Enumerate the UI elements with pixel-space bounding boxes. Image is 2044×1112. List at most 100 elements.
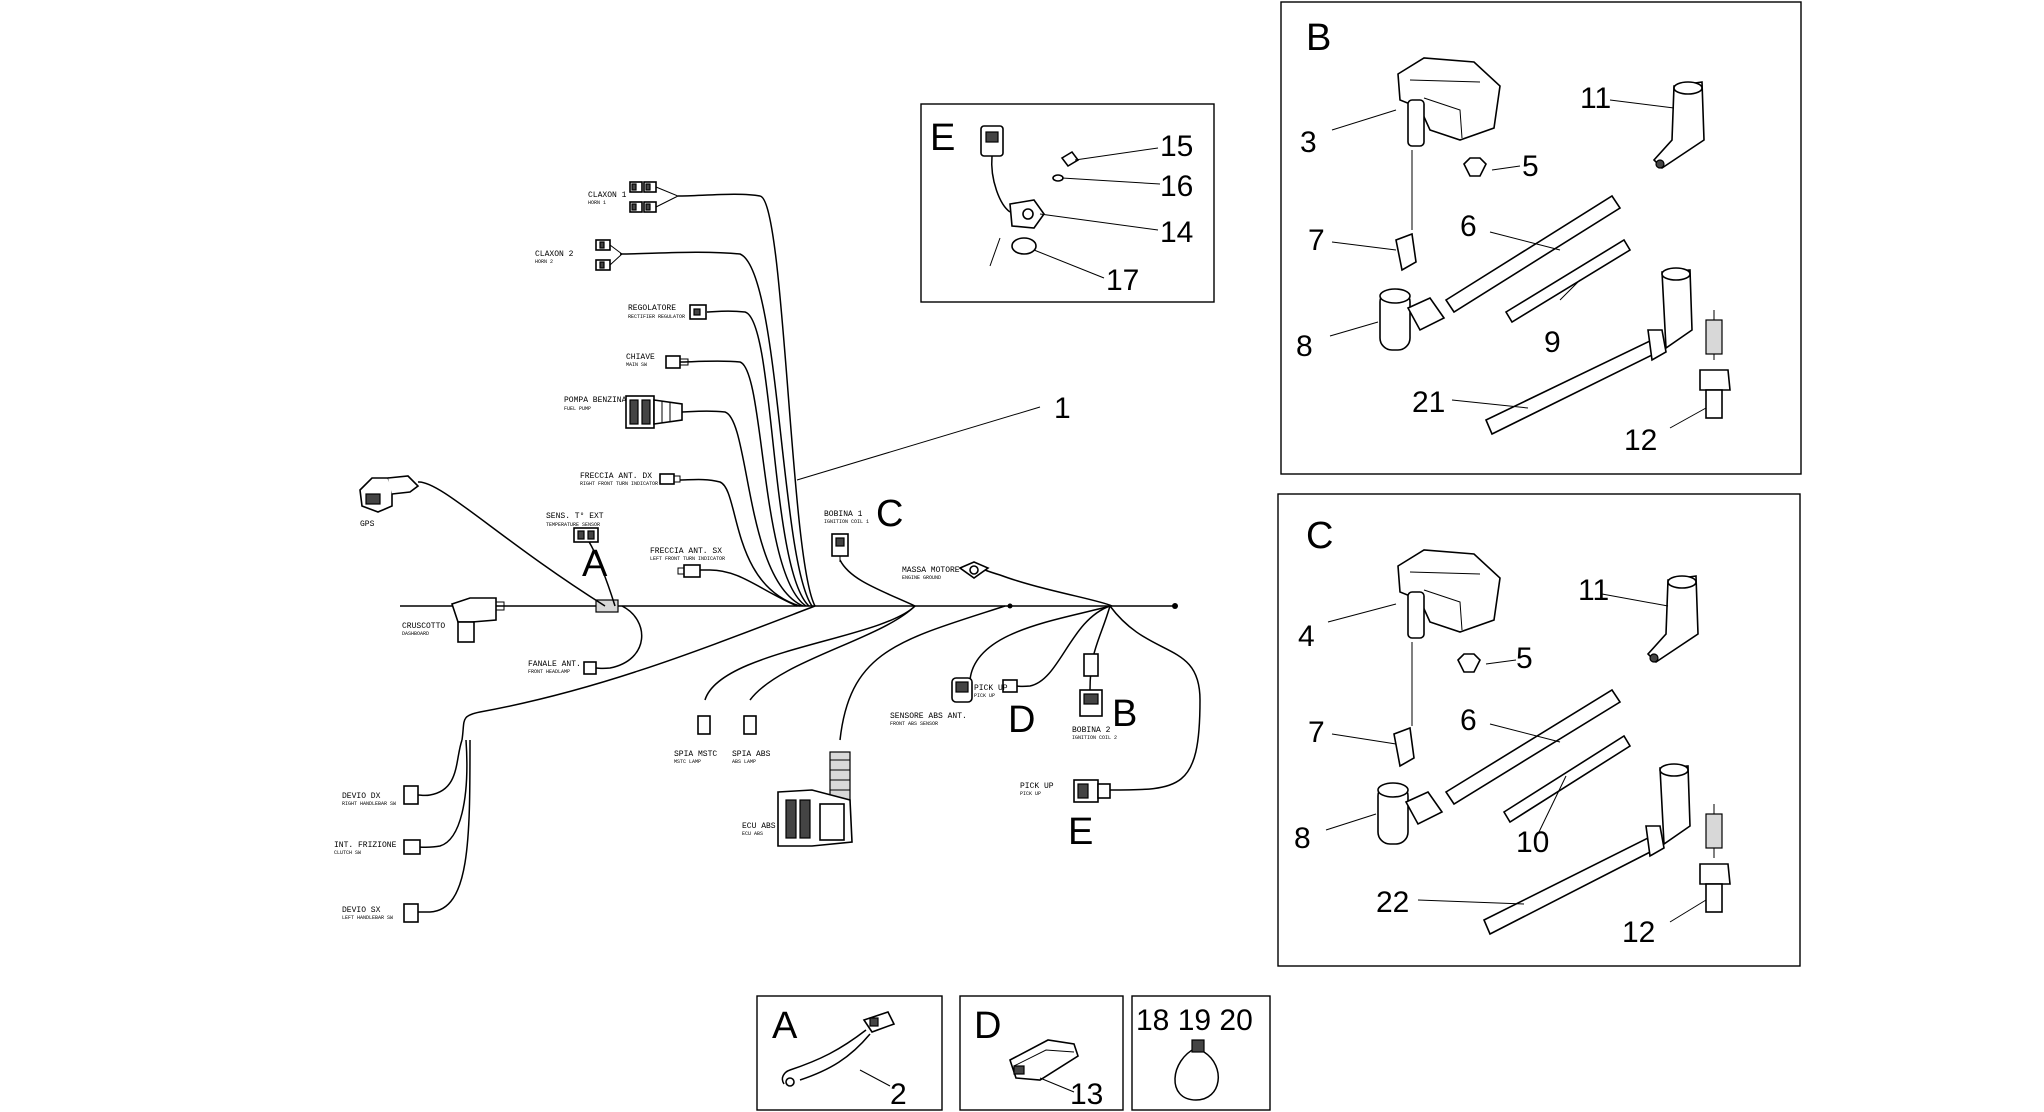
callout-5b: 5 — [1516, 642, 1533, 675]
callout-4: 4 — [1298, 620, 1315, 653]
label-claxon1: CLAXON 1 — [588, 191, 627, 200]
label-spia-mstc-sub: MSTC LAMP — [674, 759, 701, 765]
wire-pompa — [681, 410, 804, 607]
inset-a: A 2 — [756, 995, 943, 1111]
wire-devio-dx — [417, 739, 463, 797]
connector-spia-mstc — [697, 715, 711, 735]
label-bobina2: BOBINA 2 — [1072, 726, 1111, 735]
inset-c-letter: C — [1306, 515, 1333, 557]
label-freccia-sx: FRECCIA ANT. SX — [650, 547, 722, 556]
spark-plug-c — [1699, 804, 1731, 913]
connector-cruscotto — [450, 597, 505, 643]
label-devio-sx: DEVIO SX — [342, 906, 381, 915]
callout-7: 7 — [1308, 224, 1325, 257]
callout-2: 2 — [890, 1078, 907, 1111]
inset-b-frame — [1280, 1, 1802, 475]
plug-cap-c-8 — [1377, 782, 1444, 845]
harness-letter-e: E — [1068, 811, 1093, 853]
connector-sensore-abs — [951, 677, 973, 703]
inset-a-letter: A — [772, 1005, 798, 1047]
connector-pickup2 — [1073, 779, 1111, 803]
inset-b: B — [1280, 1, 1802, 475]
wire-ecu — [839, 605, 1006, 741]
callout-18-19-20: 18 19 20 — [1136, 1004, 1253, 1037]
callout-10: 10 — [1516, 826, 1549, 859]
connector-freccia-sx — [683, 564, 701, 578]
wire-freccia-sx — [700, 569, 798, 607]
label-frizione: INT. FRIZIONE — [334, 841, 397, 850]
sensor-cable-a — [781, 1029, 867, 1085]
o-ring — [1011, 237, 1037, 255]
label-devio-sx-sub: LEFT HANDLEBAR SW — [342, 915, 393, 921]
wire-sensore-abs — [969, 605, 1111, 681]
label-frizione-sub: CLUTCH SW — [334, 850, 361, 856]
sensor-cable-a2 — [799, 1033, 871, 1081]
plug-cap-b-8 — [1379, 288, 1446, 351]
inset-c-frame — [1277, 493, 1801, 967]
boot-22-c — [1659, 765, 1691, 846]
label-pickup1-sub: PICK UP — [974, 693, 995, 699]
tube-6-b — [1444, 194, 1622, 314]
callout-21: 21 — [1412, 386, 1445, 419]
connector-spia-abs — [743, 715, 757, 735]
tube-9-b — [1504, 238, 1632, 324]
boot-21-b — [1661, 269, 1693, 350]
main-harness: 1 — [400, 193, 1201, 913]
callout-13: 13 — [1070, 1078, 1103, 1111]
label-devio-dx-sub: RIGHT HANDLEBAR SW — [342, 801, 396, 807]
connector-bobina2 — [1079, 653, 1103, 717]
connector-claxon2 — [595, 239, 623, 271]
cable-tie-head — [1191, 1039, 1205, 1053]
connector-devio-sx — [403, 903, 419, 923]
sensor-connector-a — [862, 1011, 896, 1033]
inset-e-frame — [920, 103, 1215, 303]
cable-tie — [1174, 1047, 1219, 1101]
inset-a-frame — [756, 995, 943, 1111]
callout-12b: 12 — [1622, 916, 1655, 949]
inset-ties-frame — [1131, 995, 1271, 1111]
wire-chiave — [679, 360, 807, 607]
label-massa: MASSA MOTORE — [902, 566, 960, 575]
connectors: CLAXON 1 HORN 1 CLAXON 2 HORN 2 REGOLATO… — [334, 181, 1137, 923]
label-claxon1-sub: HORN 1 — [588, 200, 606, 206]
connector-fanale — [583, 661, 597, 675]
connector-freccia-dx — [659, 473, 675, 485]
connector-bobina1 — [831, 533, 849, 562]
wire-spia-mstc — [704, 605, 916, 701]
label-bobina1: BOBINA 1 — [824, 510, 863, 519]
label-pickup2-sub: PICK UP — [1020, 791, 1041, 797]
callout-1: 1 — [1054, 392, 1071, 425]
inset-d-frame — [959, 995, 1124, 1111]
callout-14: 14 — [1160, 216, 1193, 249]
wire-claxon1 — [677, 193, 816, 607]
label-gps: GPS — [360, 520, 375, 529]
relay-d — [1009, 1039, 1079, 1081]
callout-3: 3 — [1300, 126, 1317, 159]
label-spia-abs: SPIA ABS — [732, 750, 771, 759]
callout-7b: 7 — [1308, 716, 1325, 749]
label-pompa-sub: FUEL PUMP — [564, 406, 591, 412]
label-bobina2-sub: IGNITION COIL 2 — [1072, 735, 1117, 741]
wire-spia-abs — [749, 605, 916, 701]
inset-c: C — [1277, 493, 1801, 967]
callout-17: 17 — [1106, 264, 1139, 297]
label-fanale-sub: FRONT HEADLAMP — [528, 669, 570, 675]
label-freccia-sx-sub: LEFT FRONT TURN INDICATOR — [650, 556, 725, 562]
callout-16: 16 — [1160, 170, 1193, 203]
wire-bobina1 — [839, 559, 916, 607]
label-cruscotto-sub: DASHBOARD — [402, 631, 429, 637]
connector-claxon1 — [629, 181, 680, 213]
callout-22: 22 — [1376, 886, 1409, 919]
callout-6b: 6 — [1460, 704, 1477, 737]
inset-d-letter: D — [974, 1005, 1001, 1047]
nut-b — [1463, 157, 1487, 177]
leader-1 — [796, 406, 1041, 481]
wire-freccia-dx — [679, 478, 801, 607]
callout-12: 12 — [1624, 424, 1657, 457]
connector-ecu-abs — [777, 751, 853, 847]
label-spia-abs-sub: ABS LAMP — [732, 759, 756, 765]
label-fanale: FANALE ANT. — [528, 660, 581, 669]
inset-e: E 15 16 14 17 — [920, 103, 1215, 303]
wire-massa — [984, 569, 1113, 607]
washer — [1052, 174, 1064, 182]
